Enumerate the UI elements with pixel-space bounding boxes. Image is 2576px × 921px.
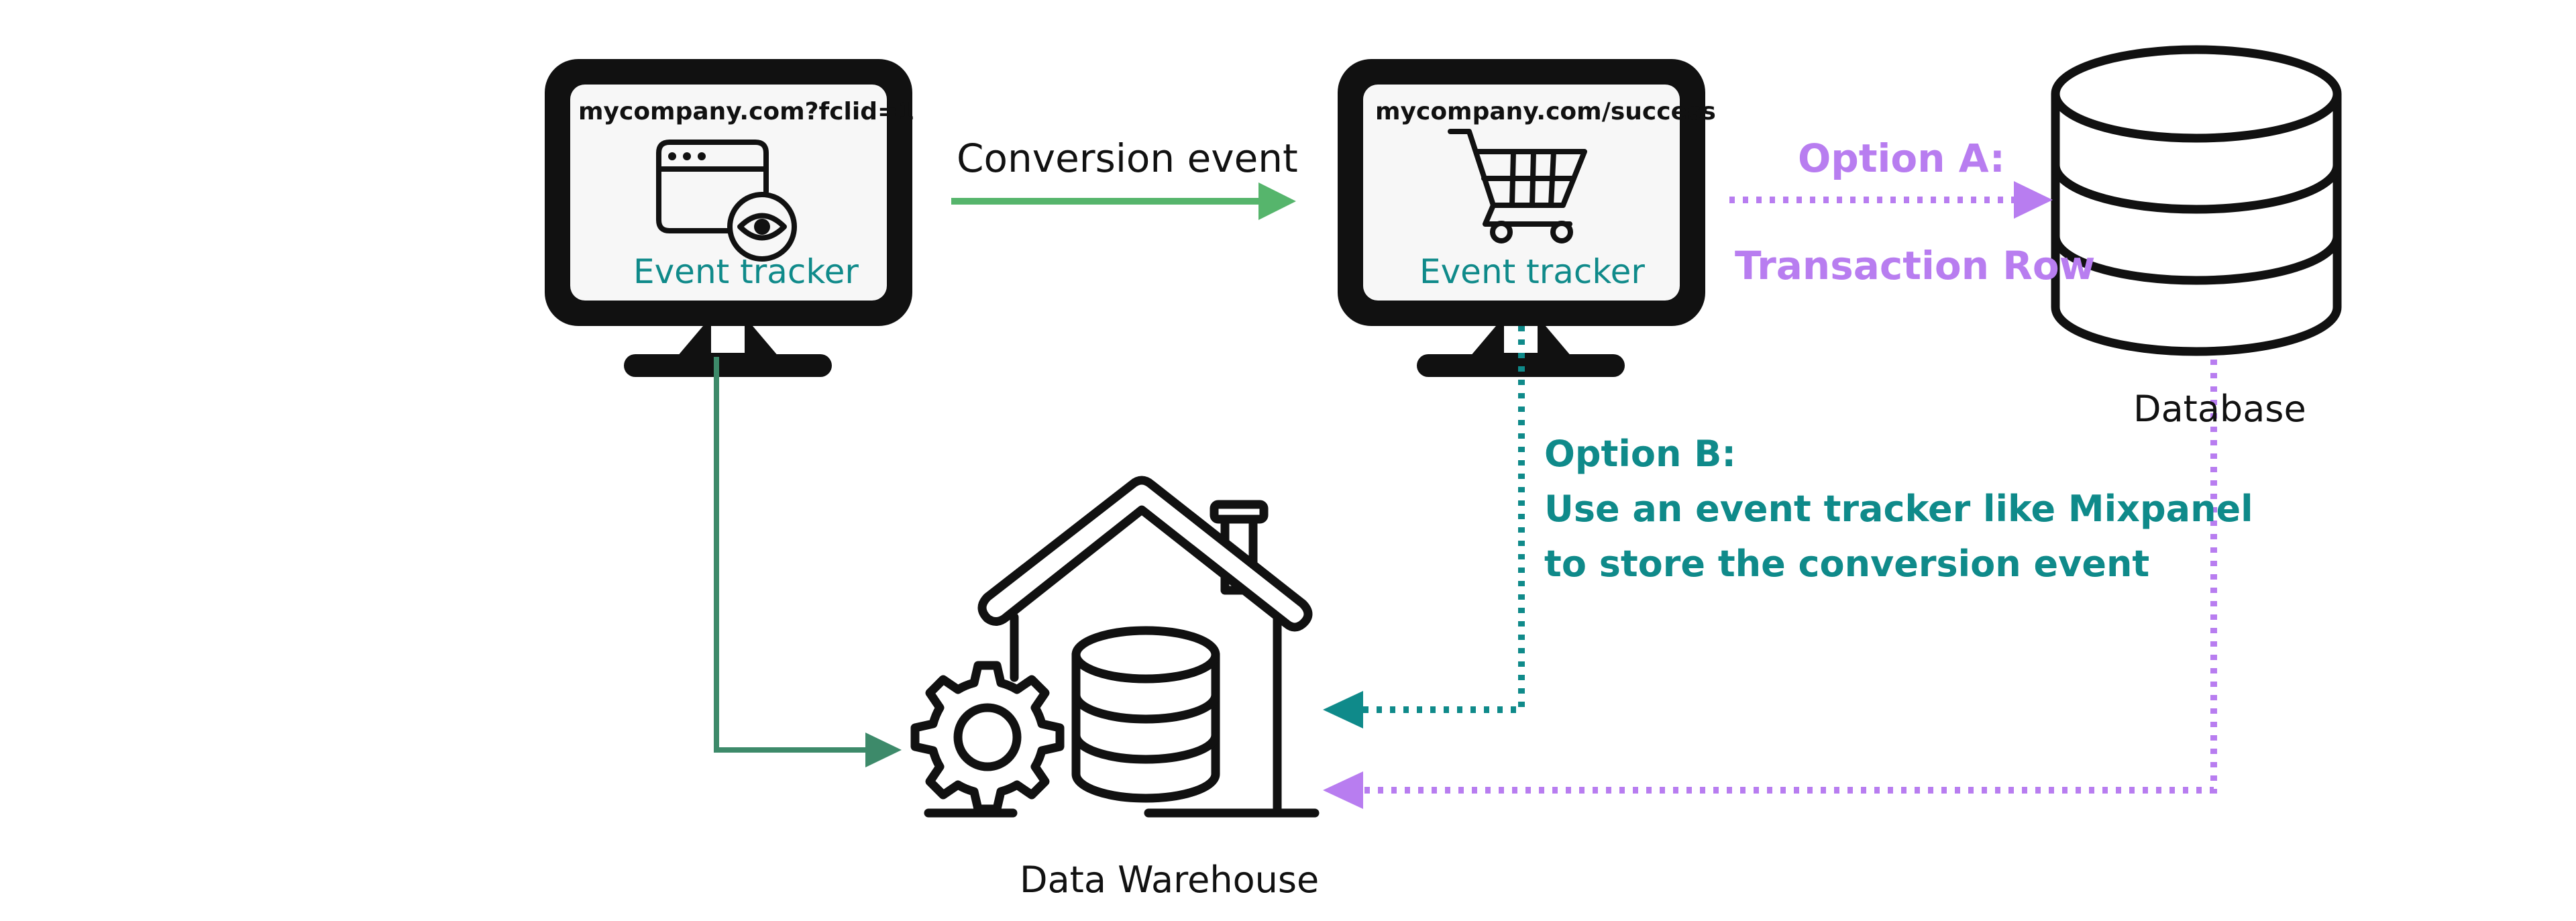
warehouse-label: Data Warehouse [1020,859,1320,901]
left-tracker-label: Event tracker [633,252,859,291]
option-a-title: Option A: [1798,136,2005,181]
database-icon [2051,45,2342,356]
right-url-prefix: mycompany.com [1375,98,1602,125]
tracker-to-warehouse-connector [714,357,902,767]
conversion-event-arrow [951,182,1296,220]
warehouse-icon [910,476,1320,818]
option-a-subtitle: Transaction Row [1735,243,2096,288]
left-monitor-url: mycompany.com?fclid=1 [578,98,915,125]
shopping-cart-icon [1448,129,1587,243]
option-a-arrow [1729,181,2053,219]
conversion-event-label: Conversion event [957,136,1298,181]
database-label: Database [2133,388,2306,430]
monitor-right [1338,59,1705,377]
right-tracker-label: Event tracker [1419,252,1645,291]
database-to-warehouse-connector [1323,360,2217,809]
option-b-line1: Use an event tracker like Mixpanel [1544,488,2253,530]
right-monitor-url: mycompany.com/success [1375,98,1716,125]
option-b-title: Option B: [1544,433,1736,475]
option-b-connector [1323,326,1525,728]
option-b-line2: to store the conversion event [1544,543,2150,585]
right-url-path: /success [1601,98,1716,125]
monitor-left [545,59,912,377]
browser-eye-icon [656,140,797,262]
